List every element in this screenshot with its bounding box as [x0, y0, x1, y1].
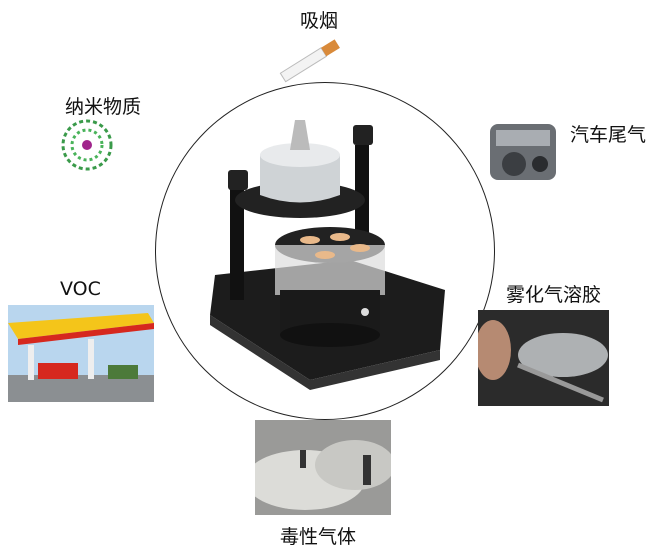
- engine-image: [490, 124, 556, 180]
- exposure-device-image: [210, 120, 445, 390]
- gas-station-image: [8, 305, 154, 402]
- cigarette-image: [279, 39, 340, 83]
- label-smoking: 吸烟: [300, 10, 339, 32]
- label-toxic-gas: 毒性气体: [280, 526, 357, 548]
- label-voc: VOC: [60, 278, 101, 300]
- label-aerosol: 雾化气溶胶: [506, 284, 602, 306]
- nanoparticle-image: [61, 119, 113, 171]
- center-circle: [155, 82, 495, 420]
- label-nanomaterials: 纳米物质: [65, 96, 142, 118]
- toxic-gas-image: [255, 420, 391, 515]
- vaping-image: [478, 310, 609, 406]
- label-vehicle-exhaust: 汽车尾气: [570, 124, 647, 146]
